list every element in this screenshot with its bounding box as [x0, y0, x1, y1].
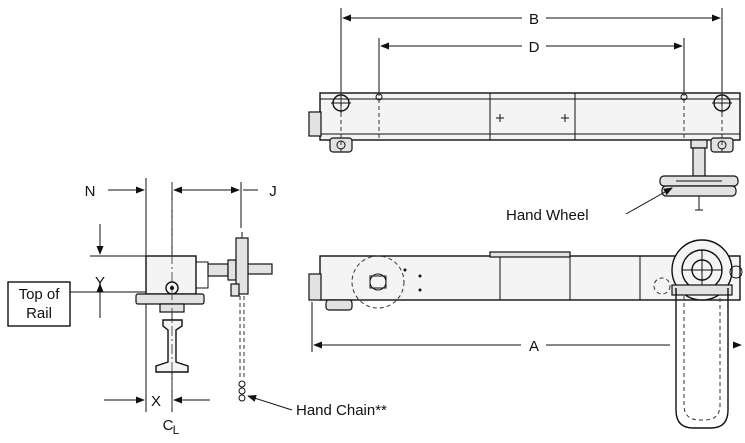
top-of-rail-box	[7, 281, 71, 327]
hand-wheel-callout: Hand Wheel	[506, 187, 673, 224]
dim-d-label: D	[529, 39, 540, 56]
end-bumper-front	[308, 273, 322, 301]
hand-chain-callout: Hand Chain**	[247, 395, 387, 419]
dim-b-label: B	[529, 11, 539, 28]
dim-a-label: A	[529, 338, 539, 355]
dim-y-label: Y	[95, 274, 105, 291]
centerline-symbol-l: L	[173, 423, 180, 437]
front-view: A	[308, 239, 743, 429]
hand-wheel-rim-bottom	[661, 185, 737, 197]
hand-wheel-label: Hand Wheel	[506, 207, 589, 224]
dim-n-label: N	[85, 183, 96, 200]
dim-j-label: J	[269, 183, 277, 200]
wheel-flange	[135, 293, 205, 305]
end-bumper-left	[308, 111, 322, 137]
gear-housing	[671, 284, 733, 296]
drive-shaft	[207, 263, 229, 277]
dim-x-label: X	[151, 393, 161, 410]
end-truck-beam-top	[319, 92, 741, 141]
top-of-rail-callout: Top of Rail	[7, 281, 86, 327]
hand-wheel-bracket	[690, 139, 708, 149]
centerline-symbol-c: C	[163, 417, 174, 434]
top-plate	[489, 251, 571, 258]
wheel-left-hidden	[351, 255, 405, 309]
side-view: N J Y	[85, 178, 277, 437]
hand-chain-loop	[675, 288, 729, 429]
hand-wheel-shaft	[692, 147, 706, 177]
wheel-hub-front-left	[325, 299, 353, 311]
top-of-rail-label-line1: Top of	[19, 286, 61, 303]
hand-chain-label: Hand Chain**	[296, 402, 387, 419]
top-of-rail-label-line2: Rail	[26, 305, 52, 322]
top-view: B D	[308, 8, 741, 211]
end-truck-beam-front	[319, 255, 741, 301]
